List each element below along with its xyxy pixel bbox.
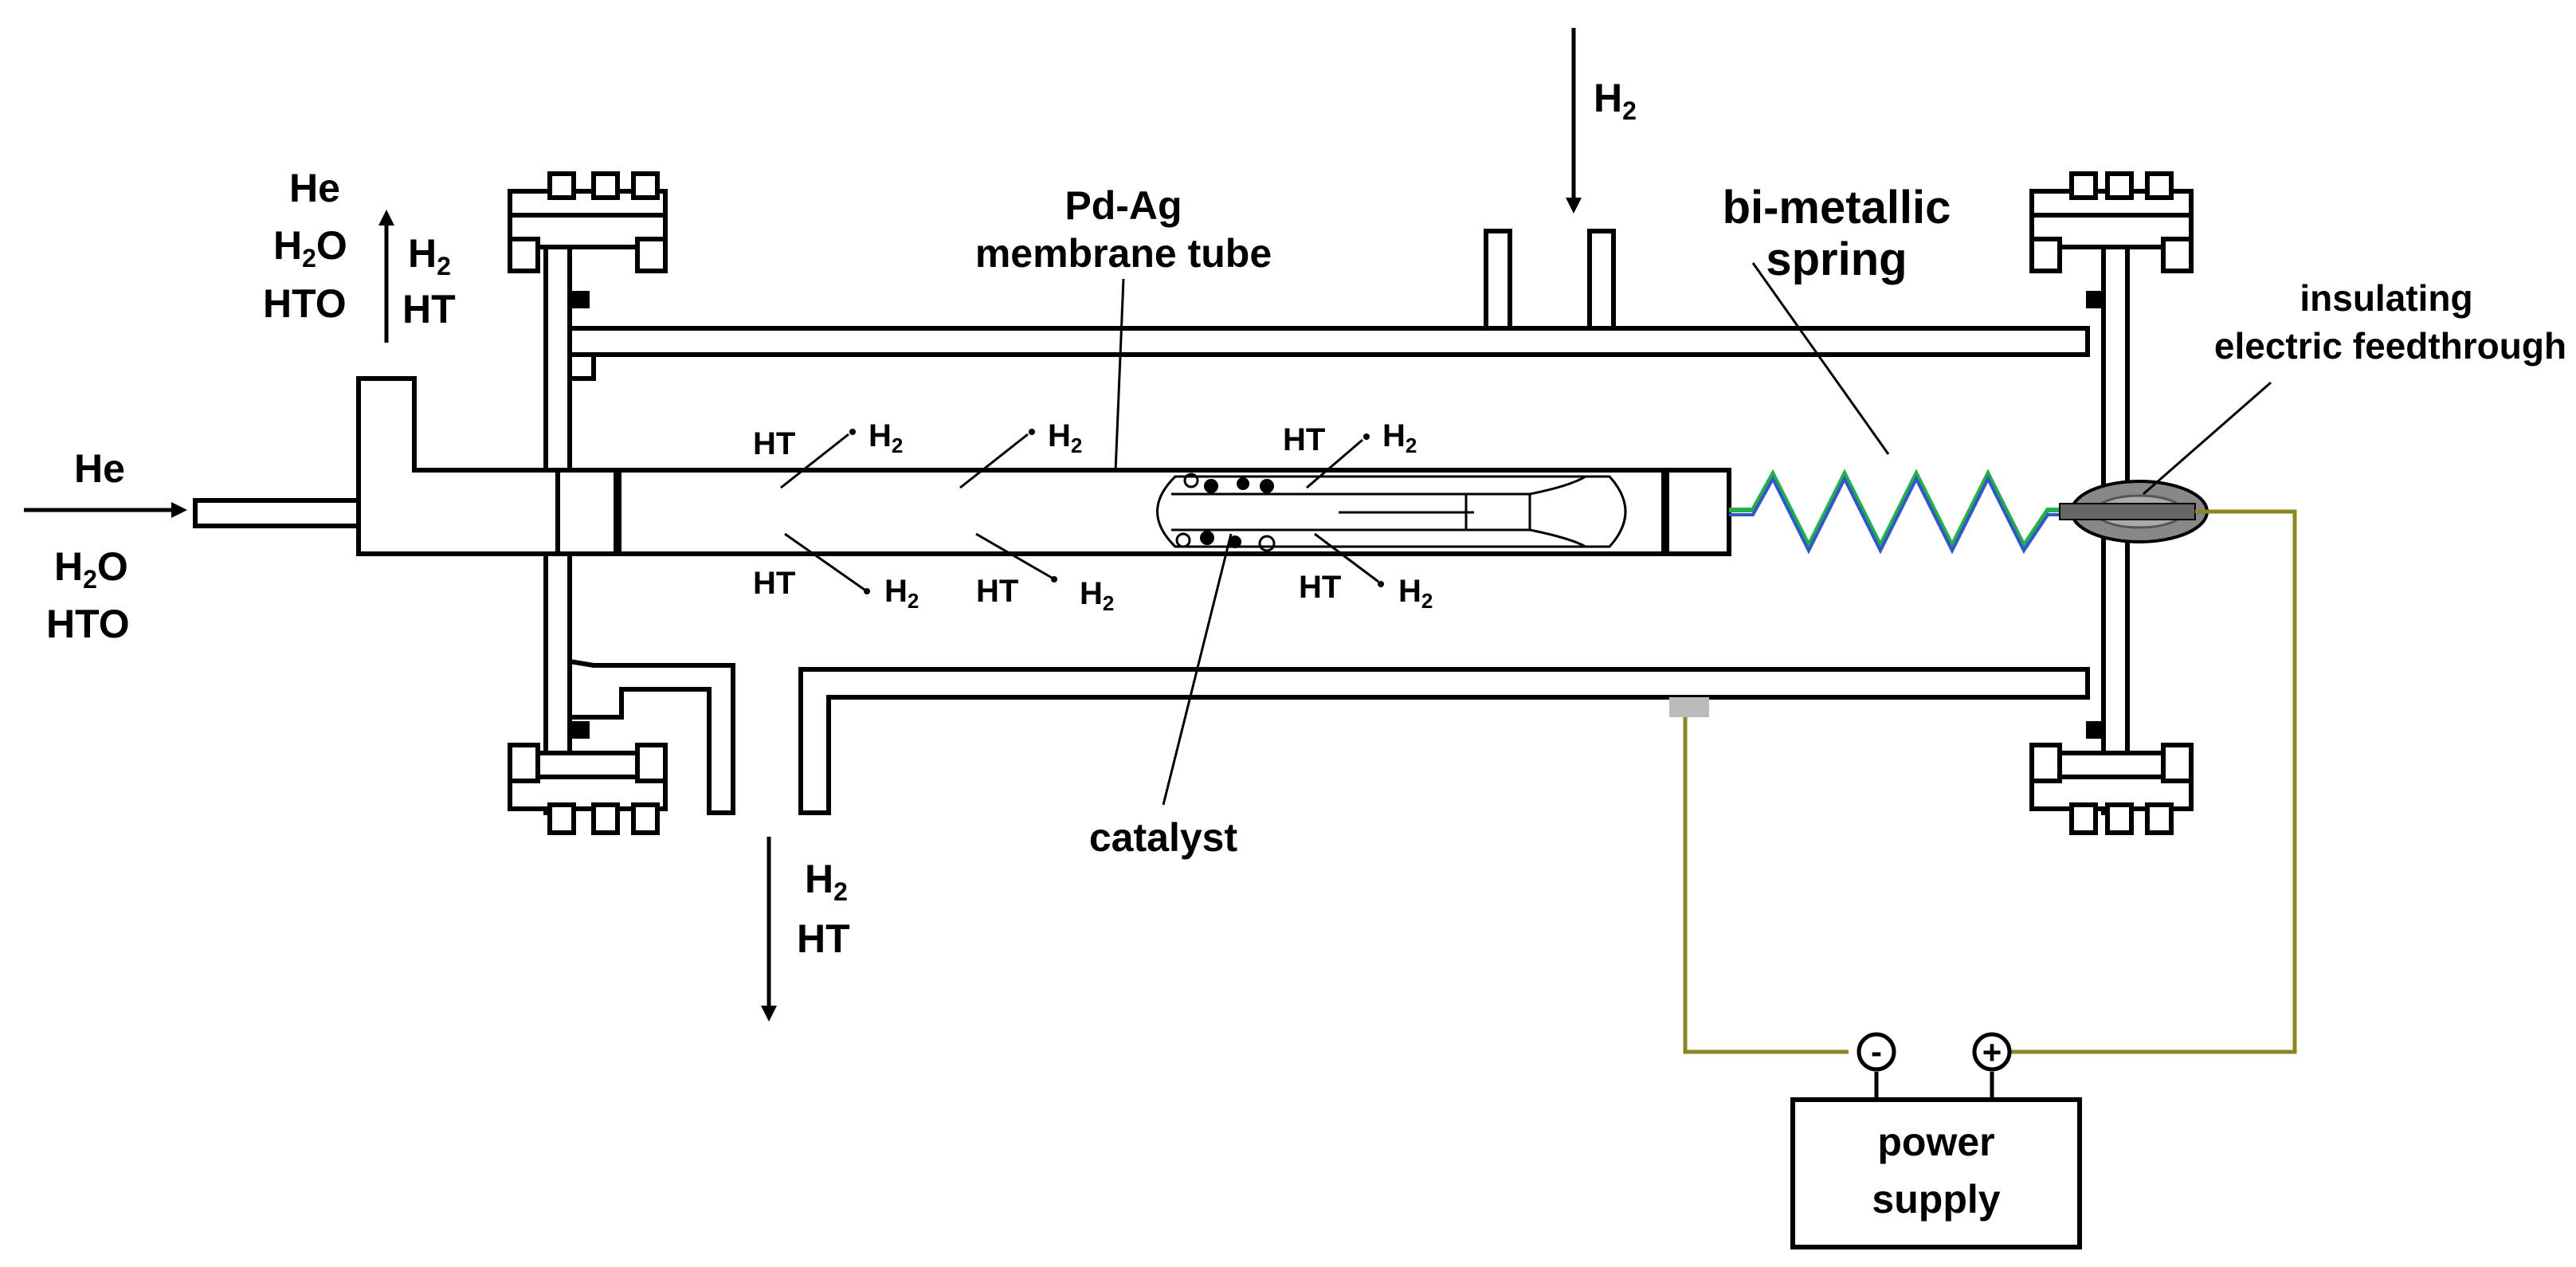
h2-top-label: H2 xyxy=(1594,76,1637,125)
h2-inner-label: H2 xyxy=(1080,576,1114,615)
spring-label-1: bi-metallic xyxy=(1723,182,1951,233)
hto-inlet-label: HTO xyxy=(46,602,130,646)
bi-metallic-spring xyxy=(1729,469,2064,555)
leader-lines xyxy=(1114,262,2272,806)
plus-terminal xyxy=(1972,1032,2012,1072)
flange-bottom-left xyxy=(508,743,668,835)
diffusion-arrows xyxy=(780,429,1384,594)
pd-ag-label-2: membrane tube xyxy=(975,231,1272,276)
ht-inner-label: HT xyxy=(753,566,795,601)
ht-outlet-top-label: HT xyxy=(402,287,456,331)
catalyst-label: catalyst xyxy=(1089,815,1238,860)
h2-inner-label: H2 xyxy=(1048,418,1082,457)
h2-inner-label: H2 xyxy=(1382,418,1417,457)
power-supply-label-2: supply xyxy=(1872,1177,2000,1222)
flange-bottom-right xyxy=(2029,743,2194,835)
h2-inner-label: H2 xyxy=(884,574,919,613)
h2-bottom-label: H2 xyxy=(805,857,848,906)
h2-outlet-top-label: H2 xyxy=(408,231,451,280)
h2-inner-label: H2 xyxy=(1398,574,1433,613)
power-supply-box xyxy=(1790,1097,2082,1249)
he-inlet-label: He xyxy=(74,446,125,491)
ht-inner-label: HT xyxy=(976,574,1018,609)
power-wiring xyxy=(1669,509,2297,1100)
power-supply-label-1: power xyxy=(1877,1120,1994,1164)
ht-inner-label: HT xyxy=(1283,422,1325,457)
catalyst-particles xyxy=(1175,473,1276,552)
pd-ag-label-1: Pd-Ag xyxy=(1065,183,1182,228)
minus-terminal xyxy=(1857,1032,1896,1072)
h2o-outlet-label: H2O xyxy=(273,223,347,273)
flange-top-left xyxy=(508,171,668,273)
h2-inner-label: H2 xyxy=(868,418,903,457)
electric-feedthrough xyxy=(2059,480,2209,543)
pd-ag-membrane-tube xyxy=(555,468,1731,556)
ht-bottom-label: HT xyxy=(797,916,850,961)
flange-top-right xyxy=(2029,171,2194,273)
ht-inner-label: HT xyxy=(1299,570,1341,605)
flow-arrows xyxy=(24,28,1582,1022)
spring-label-2: spring xyxy=(1766,233,1907,285)
feedthrough-label-2: electric feedthrough xyxy=(2214,325,2566,367)
h2o-inlet-label: H2O xyxy=(54,544,128,594)
hto-outlet-label: HTO xyxy=(263,281,347,326)
ht-inner-label: HT xyxy=(753,426,795,461)
plus-label: + xyxy=(1982,1034,2002,1071)
feedthrough-label-1: insulating xyxy=(2300,277,2472,319)
minus-label: - xyxy=(1871,1033,1882,1070)
he-outlet-label: He xyxy=(289,166,340,210)
